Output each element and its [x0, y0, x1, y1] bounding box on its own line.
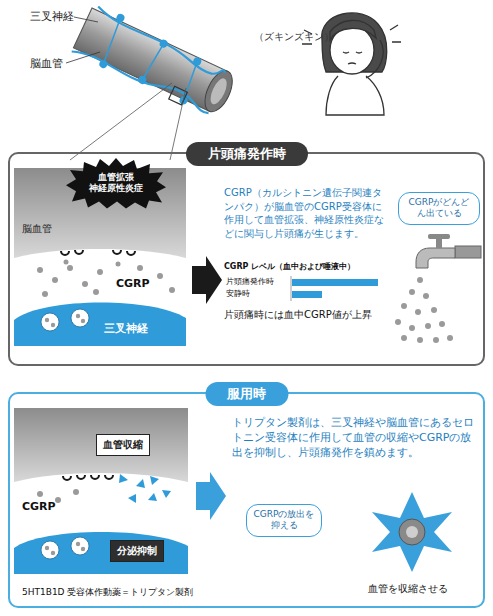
speech-bubble: CGRPがどんどん出ている	[398, 192, 480, 225]
part-name: 脳血管	[30, 57, 63, 72]
part-name: CGRP	[116, 277, 150, 292]
part-name: 脳血管	[22, 222, 52, 236]
chart-title: CGRP レベル（血中および唾液中）	[224, 262, 355, 273]
part-name: CGRP	[22, 500, 56, 515]
drug-label: 5HT1B1D 受容体作動薬＝トリプタン製剤	[22, 586, 193, 598]
node-text: 血管収縮	[103, 438, 143, 452]
node-text: 分泌抑制	[117, 544, 157, 558]
node-text: 血管拡張 神経原性炎症	[78, 172, 154, 195]
vessel-tube	[66, 2, 241, 160]
effect-label: 血管を収縮させる	[368, 582, 448, 596]
chart-label: 片頭痛発作時	[226, 277, 274, 288]
panel-heading: 服用時	[205, 382, 288, 406]
inflammation-burst: 血管拡張 神経原性炎症	[66, 158, 166, 209]
constriction-box: 血管収縮	[96, 434, 150, 456]
body-text: CGRP（カルシトニン遺伝子関連タンパク）が脳血管のCGRP受容体に作用して血管…	[224, 186, 384, 240]
node-text: CGRPがどんどん出ている	[405, 197, 473, 220]
node-text: CGRPの放出を抑える	[253, 509, 315, 532]
drop-bubble: CGRPの放出を抑える	[246, 504, 322, 537]
panel-heading: 片頭痛発作時	[186, 142, 308, 166]
faucet	[416, 234, 481, 268]
woman-figure	[302, 13, 401, 115]
chart-label: 安静時	[226, 289, 250, 300]
sound-effect: （ズキンズキン）	[254, 30, 334, 44]
constrict-star	[372, 492, 452, 572]
suppression-box: 分泌抑制	[110, 540, 164, 562]
part-name: 三叉神経	[30, 10, 74, 25]
attack-panel: 片頭痛発作時 血管拡張 神経原性炎症 CGRPがどんどん出ている	[8, 152, 485, 366]
body-text: トリプタン製剤は、三叉神経や脳血管にあるセロトニン受容体に作用して血管の収縮やC…	[232, 416, 480, 461]
part-name: 三叉神経	[104, 322, 148, 337]
chart-note: 片頭痛時には血中CGRP値が上昇	[224, 308, 372, 322]
